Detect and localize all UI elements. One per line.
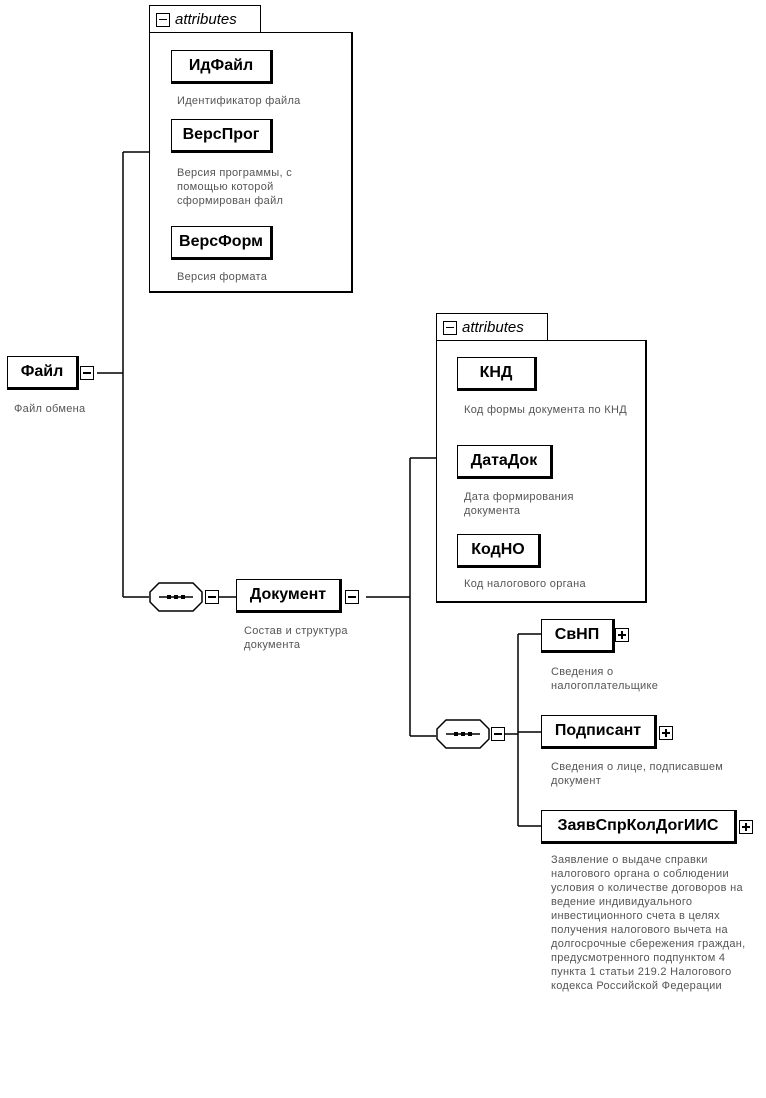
element-desc: Заявление о выдаче справки налогового ор… <box>551 854 746 992</box>
attribute-name: КодНО <box>471 541 525 558</box>
attribute-name: ВерсПрог <box>182 126 260 143</box>
attribute-name: ВерсФорм <box>179 233 263 250</box>
collapse-icon[interactable] <box>156 12 170 27</box>
attributes-label: attributes <box>175 11 237 28</box>
element-podpisant[interactable]: Подписант <box>541 715 657 749</box>
attribute-knd[interactable]: КНД <box>457 357 537 391</box>
element-desc: Файл обмена <box>14 403 86 415</box>
attributes-tab-root[interactable]: attributes <box>149 5 261 33</box>
attributes-tab-document[interactable]: attributes <box>436 313 548 341</box>
attribute-desc: Идентификатор файла <box>177 95 301 107</box>
attribute-desc: Код налогового органа <box>464 578 586 590</box>
element-zayavsprkoldogiis[interactable]: ЗаявСпрКолДогИИС <box>541 810 737 844</box>
sequence-icon <box>436 719 490 749</box>
element-desc: Сведения о лице, подписавшем документ <box>551 761 724 787</box>
attribute-desc: Дата формирования документа <box>464 491 574 517</box>
element-name: Документ <box>249 586 327 603</box>
attributes-label: attributes <box>462 319 524 336</box>
attribute-kodno[interactable]: КодНО <box>457 534 541 568</box>
attribute-desc: Код формы документа по КНД <box>464 404 627 416</box>
sequence-compositor <box>436 719 490 749</box>
sequence-compositor <box>149 582 203 612</box>
element-name: Файл <box>20 363 64 380</box>
expand-icon[interactable] <box>615 628 629 642</box>
attribute-versprog[interactable]: ВерсПрог <box>171 119 273 153</box>
element-name: ЗаявСпрКолДогИИС <box>557 817 719 834</box>
collapse-icon[interactable] <box>491 727 505 741</box>
collapse-icon[interactable] <box>80 366 94 380</box>
sequence-icon <box>149 582 203 612</box>
attribute-versform[interactable]: ВерсФорм <box>171 226 273 260</box>
attribute-name: КНД <box>479 364 513 381</box>
collapse-icon[interactable] <box>345 590 359 604</box>
attribute-desc: Версия программы, с помощью которой сфор… <box>177 167 293 207</box>
element-name: СвНП <box>554 626 600 643</box>
attribute-datadok[interactable]: ДатаДок <box>457 445 553 479</box>
element-svnp[interactable]: СвНП <box>541 619 615 653</box>
expand-icon[interactable] <box>739 820 753 834</box>
element-file[interactable]: Файл <box>7 356 79 390</box>
expand-icon[interactable] <box>659 726 673 740</box>
element-desc: Состав и структура документа <box>244 625 348 651</box>
element-desc: Сведения о налогоплательщике <box>551 666 659 692</box>
collapse-icon[interactable] <box>205 590 219 604</box>
collapse-icon[interactable] <box>443 320 457 335</box>
attribute-name: ДатаДок <box>470 452 538 469</box>
element-name: Подписант <box>554 722 642 739</box>
attribute-name: ИдФайл <box>188 57 254 74</box>
attribute-idfile[interactable]: ИдФайл <box>171 50 273 84</box>
attribute-desc: Версия формата <box>177 271 268 283</box>
element-document[interactable]: Документ <box>236 579 342 613</box>
